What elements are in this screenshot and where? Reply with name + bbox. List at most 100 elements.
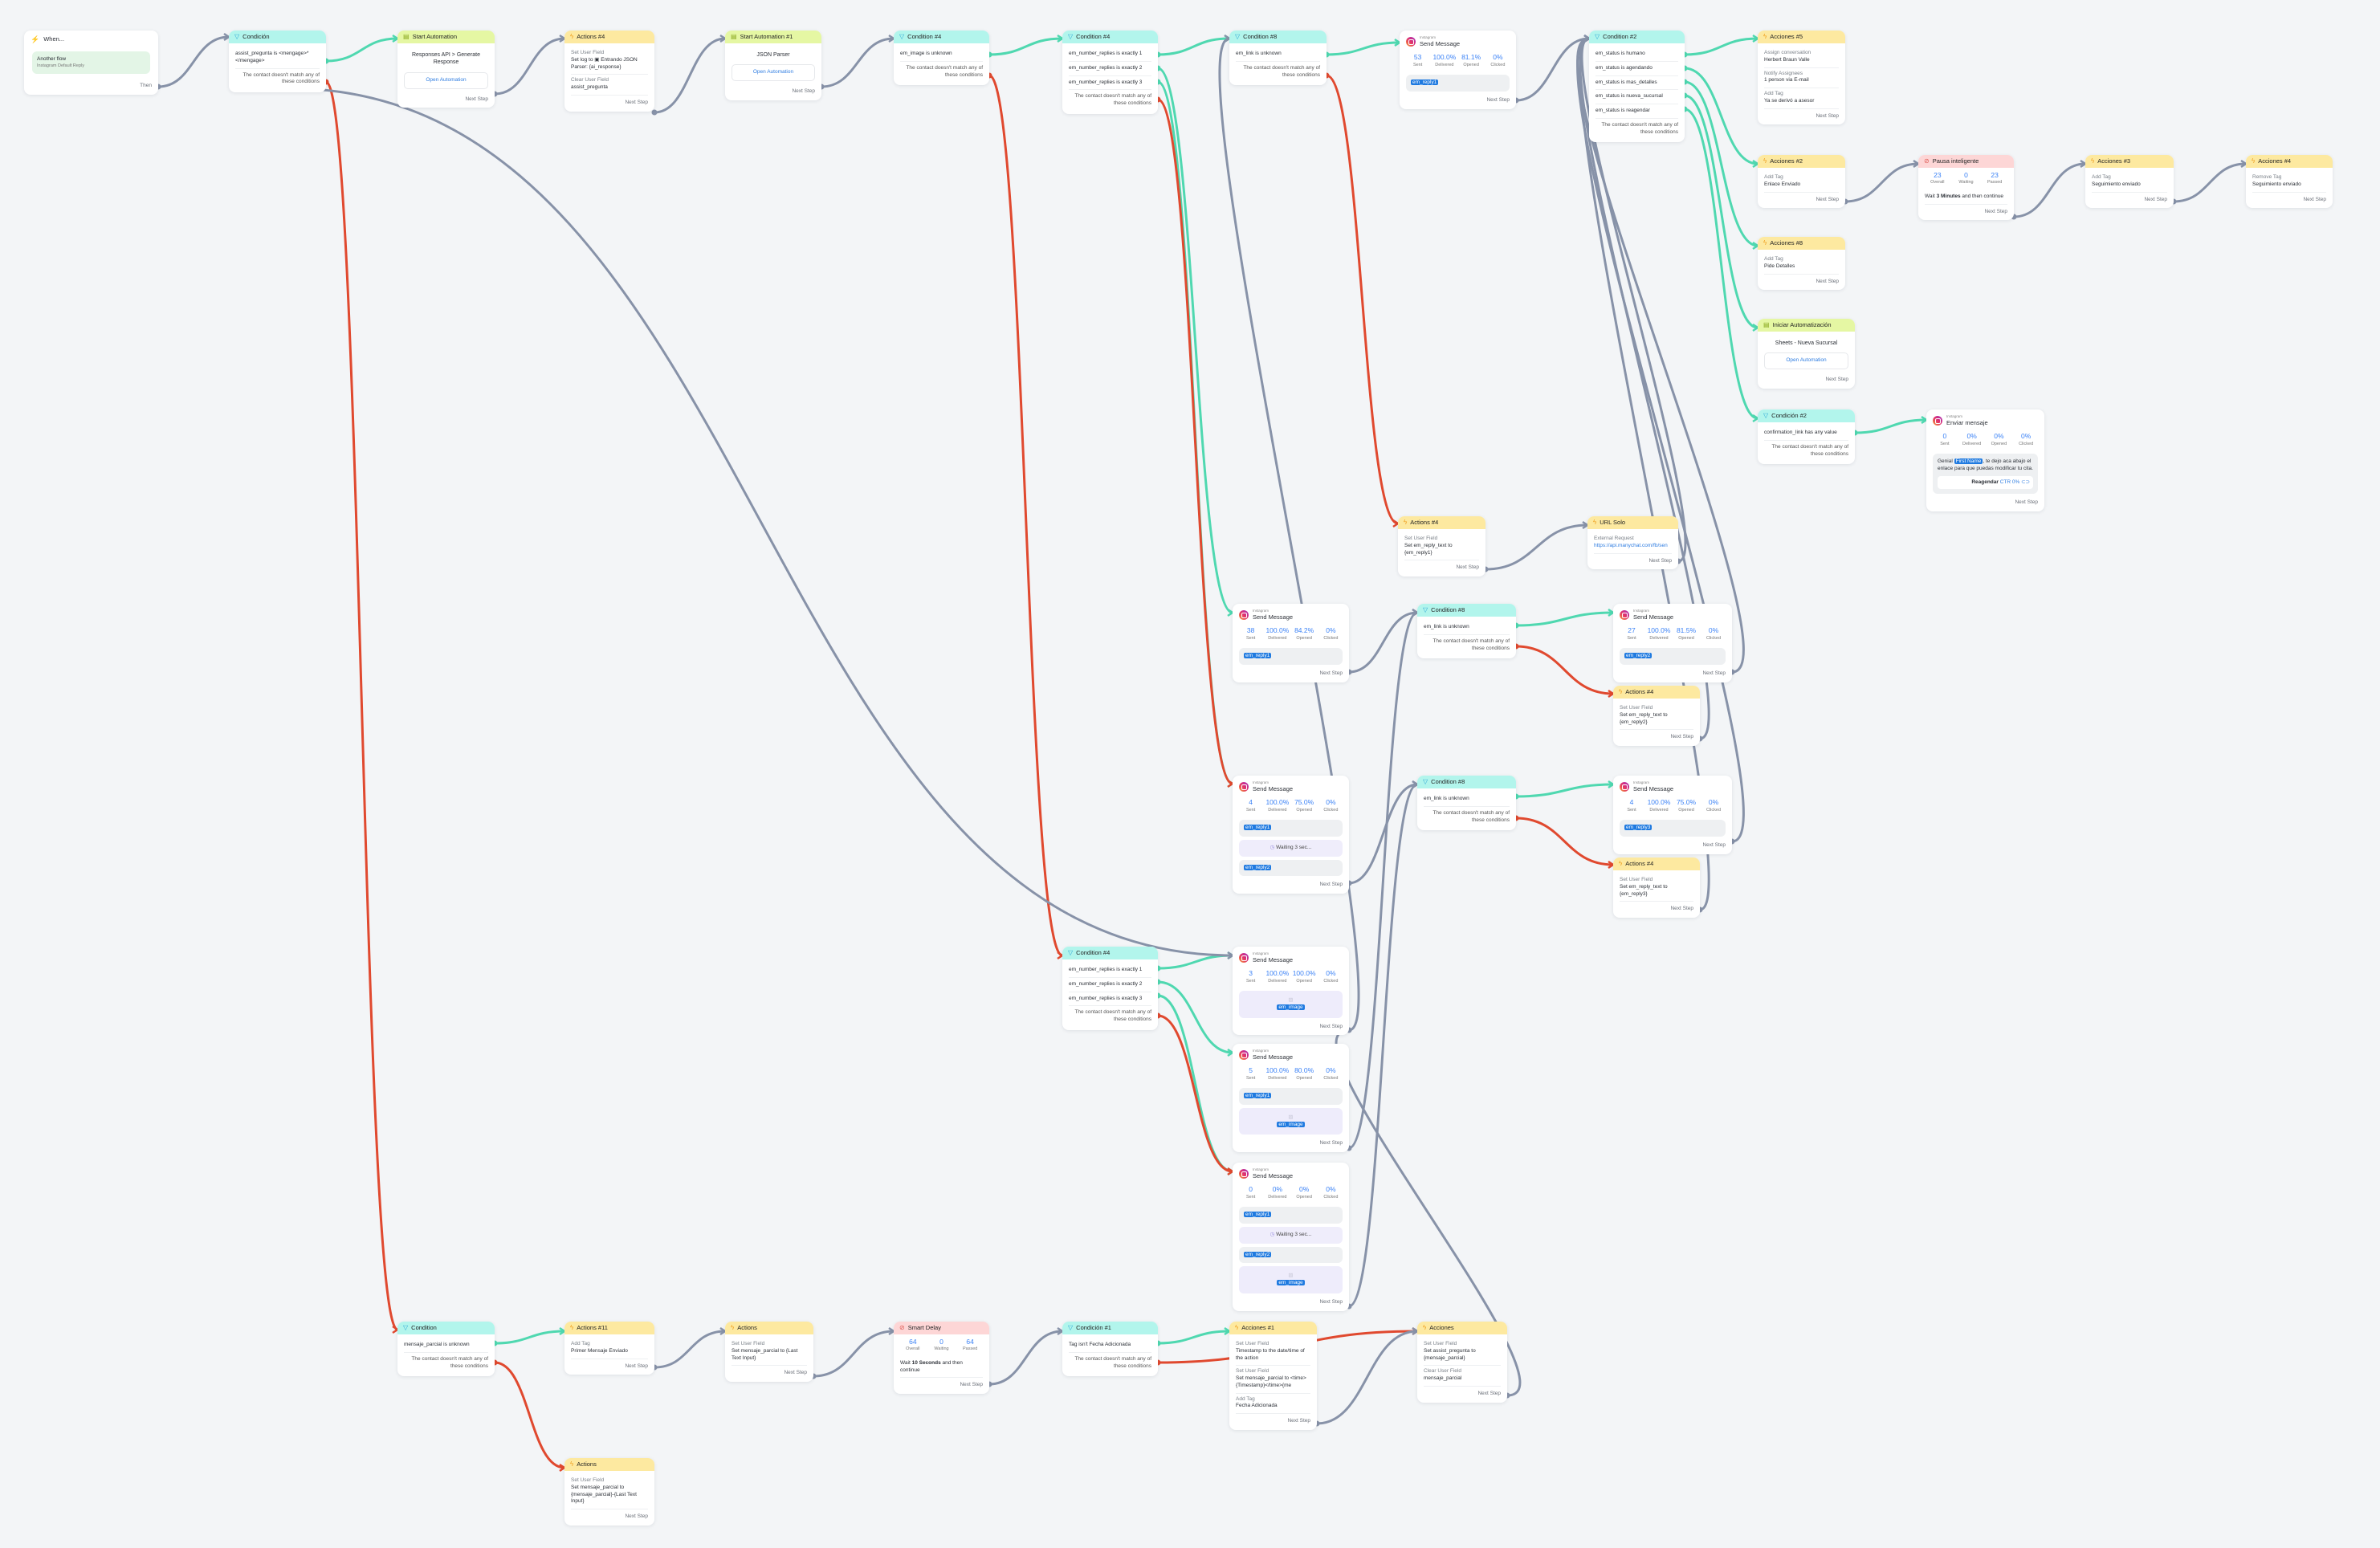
fallback-row[interactable]: The contact doesn't match any of these c… xyxy=(1601,121,1678,135)
connection-line[interactable] xyxy=(1348,783,1418,1308)
fallback-row[interactable]: The contact doesn't match any of these c… xyxy=(1074,1355,1151,1369)
connection-line[interactable] xyxy=(1157,1330,1230,1345)
next-step-port[interactable]: Next Step xyxy=(1319,1023,1343,1029)
image-block[interactable]: ▨em_image xyxy=(1239,991,1343,1018)
text-block[interactable]: em_reply2 xyxy=(1239,1246,1343,1264)
connection-line[interactable] xyxy=(1316,1330,1418,1425)
connection-line[interactable] xyxy=(988,37,1063,56)
connection-line[interactable] xyxy=(1515,783,1614,798)
connection-line[interactable] xyxy=(494,1330,565,1345)
connection-line[interactable] xyxy=(1515,645,1614,695)
connection-line[interactable] xyxy=(1218,37,1360,1032)
next-step-port[interactable]: Next Step xyxy=(1816,196,1839,202)
condition-row[interactable]: em_number_replies is exactly 2 xyxy=(1069,62,1151,76)
wait-block[interactable]: ◷ Waiting 3 sec... xyxy=(1239,1226,1343,1244)
connection-line[interactable] xyxy=(1515,817,1614,866)
next-step-port[interactable]: Next Step xyxy=(1670,734,1693,740)
connection-line[interactable] xyxy=(988,74,1063,957)
connection-line[interactable] xyxy=(1579,37,1710,911)
next-step-port[interactable]: Next Step xyxy=(1984,208,2007,214)
condition-row[interactable]: em_link is unknown xyxy=(1424,792,1510,807)
connection-line[interactable] xyxy=(1684,80,1759,247)
connection-line[interactable] xyxy=(1684,108,1759,420)
fallback-row[interactable]: The contact doesn't match any of these c… xyxy=(1074,93,1151,107)
next-step-port[interactable]: Next Step xyxy=(1648,557,1672,564)
fallback-row[interactable]: The contact doesn't match any of these c… xyxy=(411,1355,488,1369)
connection-line[interactable] xyxy=(1157,954,1233,970)
connection-line[interactable] xyxy=(1157,37,1230,56)
fallback-row[interactable]: The contact doesn't match any of these c… xyxy=(1432,809,1510,823)
next-step-port[interactable]: Next Step xyxy=(1486,96,1510,103)
fallback-row[interactable]: The contact doesn't match any of these c… xyxy=(242,71,320,85)
text-block[interactable]: em_reply3 xyxy=(1620,820,1726,837)
connection-line[interactable] xyxy=(821,37,895,88)
condition-row[interactable]: em_status is mas_detalles xyxy=(1595,76,1678,91)
connection-line[interactable] xyxy=(1326,74,1399,525)
next-step-port[interactable]: Next Step xyxy=(625,99,648,105)
next-step-port[interactable]: Next Step xyxy=(1319,882,1343,888)
text-block[interactable]: em_reply1 xyxy=(1239,1207,1343,1224)
connection-line[interactable] xyxy=(1684,37,1759,56)
next-step-port[interactable]: Next Step xyxy=(2015,499,2038,506)
condition-row[interactable]: em_status is reagendar xyxy=(1595,104,1678,119)
condition-row[interactable]: assist_pregunta is <mengage>*</mengage> xyxy=(235,47,320,69)
next-step-port[interactable]: Next Step xyxy=(1702,670,1726,676)
next-step-port[interactable]: Next Step xyxy=(784,1370,807,1376)
open-automation-button[interactable]: Open Automation xyxy=(1764,352,1848,370)
next-step-port[interactable]: Next Step xyxy=(1702,841,1726,848)
connection-line[interactable] xyxy=(1157,1014,1233,1173)
fallback-row[interactable]: The contact doesn't match any of these c… xyxy=(1074,1009,1151,1023)
connection-line[interactable] xyxy=(988,1330,1063,1386)
next-step-port[interactable]: Next Step xyxy=(2303,196,2326,202)
next-step-port[interactable]: Next Step xyxy=(1477,1390,1501,1396)
text-block[interactable]: em_reply1 xyxy=(1406,75,1510,92)
next-step-port[interactable]: Next Step xyxy=(1319,670,1343,676)
condition-row[interactable]: em_status is nueva_sucursal xyxy=(1595,90,1678,105)
fallback-row[interactable]: The contact doesn't match any of these c… xyxy=(1771,443,1848,457)
next-step-port[interactable]: Next Step xyxy=(625,1513,648,1520)
fallback-row[interactable]: The contact doesn't match any of these c… xyxy=(1432,638,1510,651)
connection-line[interactable] xyxy=(288,87,1233,957)
condition-row[interactable]: em_number_replies is exactly 3 xyxy=(1069,992,1151,1007)
next-step-port[interactable]: Next Step xyxy=(1319,1298,1343,1305)
next-step-port[interactable]: Next Step xyxy=(2144,196,2167,202)
next-step-port[interactable]: Next Step xyxy=(465,96,488,102)
next-step-port[interactable]: Next Step xyxy=(960,1382,983,1388)
next-step-port[interactable]: Next Step xyxy=(625,1363,648,1369)
